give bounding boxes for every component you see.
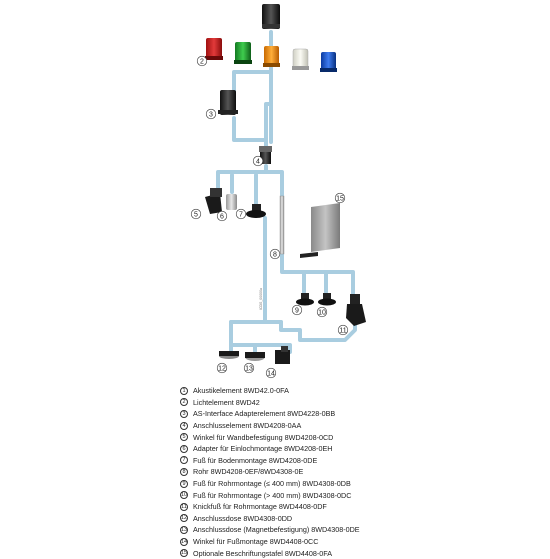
callout: 5 bbox=[190, 208, 202, 220]
callout: 11 bbox=[337, 324, 349, 336]
junction-box bbox=[219, 351, 239, 359]
legend-item: 5 Winkel für Wandbefestigung 8WD4208-0CD bbox=[180, 431, 540, 443]
legend-item: 3 AS-Interface Adapterelement 8WD4228-0BB bbox=[180, 408, 540, 420]
legend-item: 13 Anschlussdose (Magnetbefestigung) 8WD4… bbox=[180, 524, 540, 536]
callout: 6 bbox=[216, 210, 228, 222]
callout: 12 bbox=[216, 362, 228, 374]
callout-number: 4 bbox=[256, 159, 260, 166]
legend-number: 1 bbox=[180, 386, 188, 395]
legend-number: 4 bbox=[180, 421, 188, 430]
legend-text: Winkel für Fußmontage 8WD4408-0CC bbox=[193, 537, 319, 547]
callout-number: 5 bbox=[194, 212, 198, 219]
legend-item: 8 Rohr 8WD4208-0EF/8WD4308-0E bbox=[180, 466, 540, 478]
legend-text: Fuß für Bodenmontage 8WD4208-0DE bbox=[193, 455, 318, 465]
wall-bracket bbox=[205, 188, 222, 214]
callout-number: 11 bbox=[339, 328, 346, 335]
legend-number: 15 bbox=[180, 549, 188, 558]
legend-number: 12 bbox=[180, 514, 188, 523]
callout: 10 bbox=[316, 306, 328, 318]
tube-foot-long bbox=[318, 293, 336, 306]
legend-text: Winkel für Wandbefestigung 8WD4208-0CD bbox=[193, 432, 334, 442]
callout-number: 15 bbox=[336, 196, 344, 203]
callout: 14 bbox=[265, 367, 277, 379]
callout-number: 3 bbox=[209, 112, 213, 119]
connection-element bbox=[259, 146, 272, 164]
legend: 1 Akustikelement 8WD42.0-0FA 2 Lichtelement… bbox=[180, 385, 540, 559]
legend-text: Anschlussdose 8WD4308-0DD bbox=[193, 513, 293, 523]
legend-number: 8 bbox=[180, 467, 188, 476]
legend-text: Akustikelement 8WD42.0-0FA bbox=[193, 386, 289, 396]
callout-number: 12 bbox=[218, 366, 226, 373]
callout: 15 bbox=[334, 192, 346, 204]
callout-number: 14 bbox=[267, 371, 275, 378]
callout: 3 bbox=[205, 108, 217, 120]
legend-number: 10 bbox=[180, 491, 188, 500]
legend-item: 2 Lichtelement 8WD42 bbox=[180, 397, 540, 409]
callout: 4 bbox=[252, 155, 264, 167]
callout: 7 bbox=[235, 208, 247, 220]
floor-foot bbox=[246, 204, 266, 218]
legend-text: Lichtelement 8WD42 bbox=[193, 397, 260, 407]
acoustic-element bbox=[262, 4, 280, 29]
legend-number: 2 bbox=[180, 398, 188, 407]
callout: 2 bbox=[196, 55, 208, 67]
articulated-foot bbox=[346, 294, 366, 326]
legend-item: 4 Anschlusselement 8WD4208-0AA bbox=[180, 420, 540, 432]
legend-number: 6 bbox=[180, 444, 188, 453]
foot-mount-bracket bbox=[275, 346, 290, 364]
connector-lines bbox=[216, 30, 357, 354]
legend-text: Anschlussdose (Magnetbefestigung) 8WD430… bbox=[193, 525, 360, 535]
as-interface-adapter bbox=[218, 90, 238, 115]
callout-number: 10 bbox=[318, 310, 326, 317]
junction-box-magnetic bbox=[245, 352, 265, 361]
legend-number: 9 bbox=[180, 479, 188, 488]
legend-text: Anschlusselement 8WD4208-0AA bbox=[193, 421, 302, 431]
callout-number: 2 bbox=[200, 59, 204, 66]
legend-number: 3 bbox=[180, 409, 188, 418]
callout: 8 bbox=[269, 248, 281, 260]
legend-text: Fuß für Rohrmontage (≤ 400 mm) 8WD4308-0… bbox=[193, 479, 351, 489]
callout: 9 bbox=[291, 304, 303, 316]
callout-number: 9 bbox=[295, 308, 299, 315]
legend-item: 7 Fuß für Bodenmontage 8WD4208-0DE bbox=[180, 455, 540, 467]
legend-number: 7 bbox=[180, 456, 188, 465]
legend-text: Adapter für Einlochmontage 8WD4208-0EH bbox=[193, 444, 333, 454]
legend-number: 5 bbox=[180, 433, 188, 442]
label-plate bbox=[300, 203, 340, 258]
callout-number: 13 bbox=[245, 366, 253, 373]
tube bbox=[279, 195, 285, 255]
legend-number: 14 bbox=[180, 537, 188, 546]
legend-item: 14 Winkel für Fußmontage 8WD4408-0CC bbox=[180, 536, 540, 548]
legend-item: 11 Knickfuß für Rohrmontage 8WD4408-0DF bbox=[180, 501, 540, 513]
legend-text: Knickfuß für Rohrmontage 8WD4408-0DF bbox=[193, 502, 327, 512]
legend-number: 13 bbox=[180, 525, 188, 534]
callout-number: 7 bbox=[239, 212, 243, 219]
legend-item: 6 Adapter für Einlochmontage 8WD4208-0EH bbox=[180, 443, 540, 455]
light-elements bbox=[205, 38, 337, 72]
legend-item: 9 Fuß für Rohrmontage (≤ 400 mm) 8WD4308-… bbox=[180, 478, 540, 490]
single-hole-adapter bbox=[226, 194, 237, 210]
legend-text: Rohr 8WD4208-0EF/8WD4308-0E bbox=[193, 467, 304, 477]
callout-number: 6 bbox=[220, 214, 224, 221]
callout: 13 bbox=[243, 362, 255, 374]
component-diagram: ICDS_00000a 2 3 4 5 6 7 8 9 10 11 bbox=[190, 4, 366, 379]
legend-number: 11 bbox=[180, 502, 188, 511]
legend-item: 10 Fuß für Rohrmontage (> 400 mm) 8WD4308… bbox=[180, 489, 540, 501]
tube-foot-short bbox=[296, 293, 314, 306]
legend-item: 12 Anschlussdose 8WD4308-0DD bbox=[180, 513, 540, 525]
legend-item: 1 Akustikelement 8WD42.0-0FA bbox=[180, 385, 540, 397]
drawing-code: ICDS_00000a bbox=[259, 288, 263, 310]
legend-text: Fuß für Rohrmontage (> 400 mm) 8WD4308-0… bbox=[193, 490, 352, 500]
legend-text: AS-Interface Adapterelement 8WD4228-0BB bbox=[193, 409, 336, 419]
callout-number: 8 bbox=[273, 252, 277, 259]
